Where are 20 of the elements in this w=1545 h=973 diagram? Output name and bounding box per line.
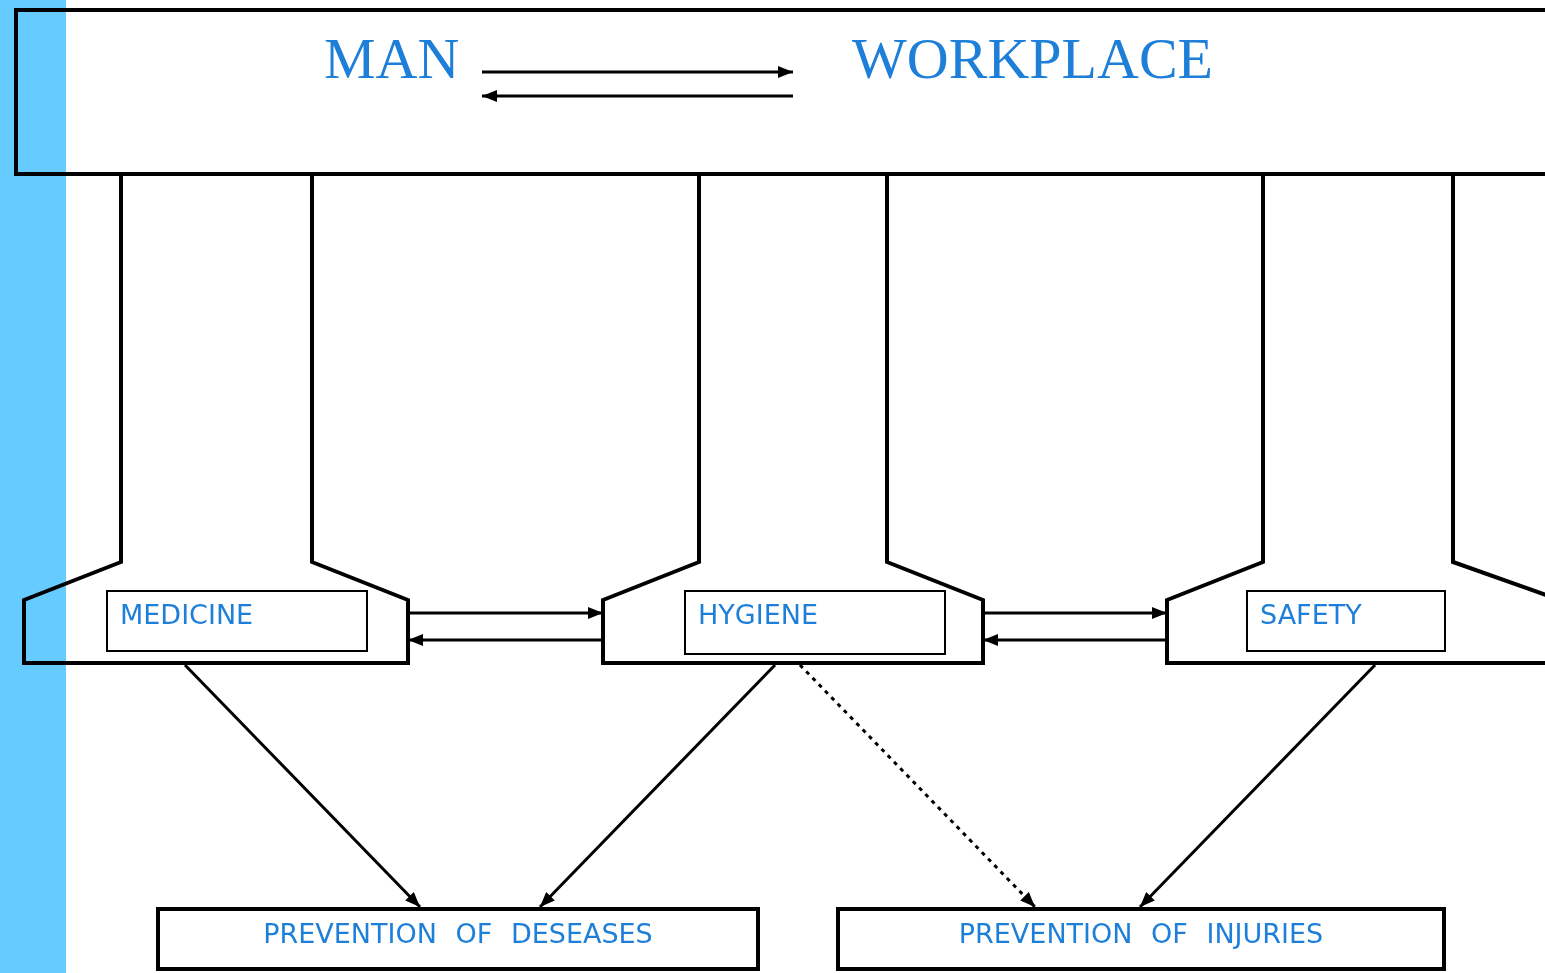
result-text: PREVENTION OF INJURIES <box>958 917 1324 951</box>
title-text: WORKPLACE <box>851 25 1213 93</box>
title-text: MAN <box>324 25 461 93</box>
arrow <box>408 634 603 646</box>
name-plate: HYGIENE <box>684 590 946 655</box>
name-plate: SAFETY <box>1246 590 1446 652</box>
result-text: PREVENTION OF DESEASES <box>263 917 653 951</box>
arrow <box>1138 663 1377 909</box>
result-box <box>156 907 760 971</box>
arrow <box>408 607 603 619</box>
dotted-arrow <box>798 663 1037 909</box>
name-plate: MEDICINE <box>106 590 368 652</box>
arrow <box>482 66 793 78</box>
arrow <box>983 607 1167 619</box>
arrow <box>482 90 793 102</box>
frame-box <box>14 8 1545 176</box>
result-box <box>836 907 1446 971</box>
arrow <box>983 634 1167 646</box>
arrow <box>538 663 777 909</box>
arrow <box>183 663 422 909</box>
